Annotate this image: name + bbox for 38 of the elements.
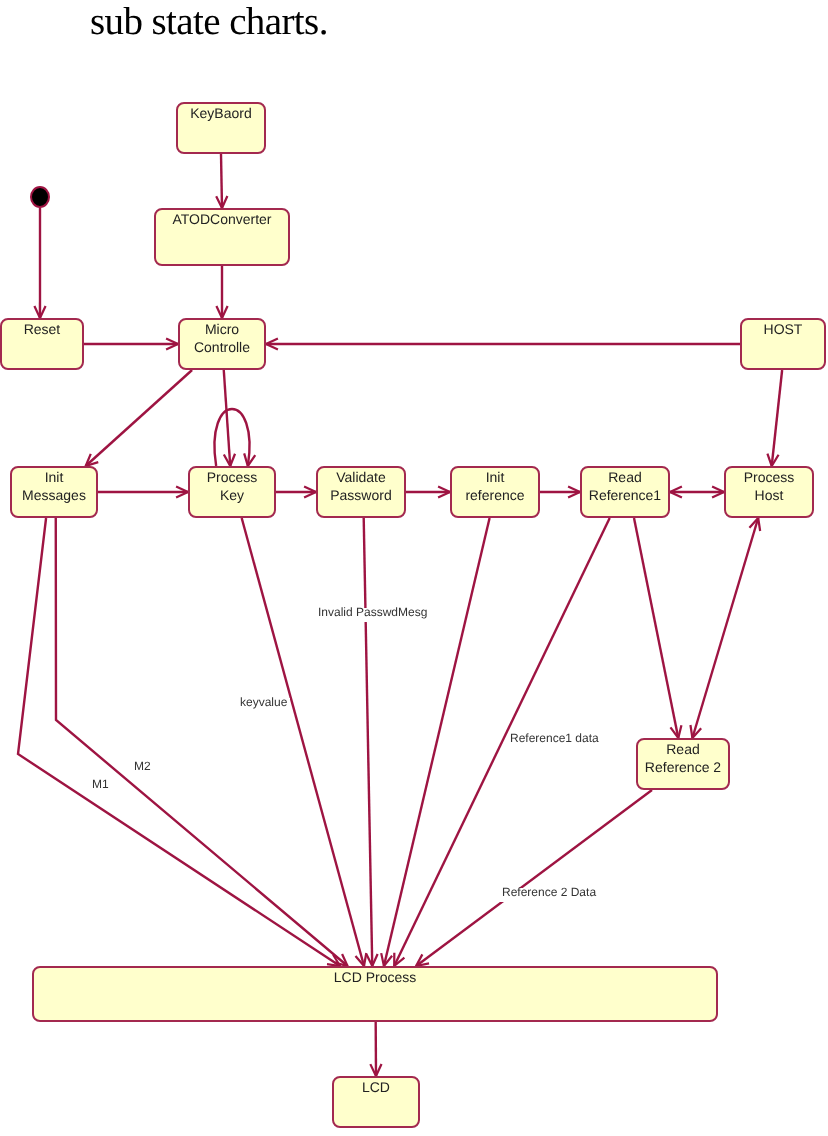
- arrow: [540, 485, 582, 499]
- initial-state-dot: [30, 186, 50, 208]
- arrow: [632, 517, 683, 740]
- arrow: [362, 517, 379, 968]
- heading: sub state charts.: [90, 0, 328, 48]
- state-box: [332, 1076, 420, 1128]
- state-box: [636, 738, 730, 790]
- state-box: [188, 466, 276, 518]
- arrow: [380, 517, 491, 968]
- state-box: [178, 318, 266, 370]
- state-box: [154, 208, 290, 266]
- double-arrow: [689, 516, 762, 740]
- arrow: [406, 485, 452, 499]
- arrow: [98, 485, 190, 499]
- state-box: [316, 466, 406, 518]
- self-loop-arrow: [213, 408, 256, 468]
- state-box: [176, 102, 266, 154]
- state-box: [740, 318, 826, 370]
- arrow: [415, 789, 653, 968]
- state-box: [580, 466, 670, 518]
- arrow: [215, 153, 229, 210]
- arrow: [84, 369, 193, 468]
- arrow: [766, 369, 784, 468]
- state-box: [0, 318, 84, 370]
- arrow: [33, 208, 47, 320]
- arrow: [240, 517, 368, 968]
- state-box: [32, 966, 718, 1022]
- arrow: [369, 1022, 383, 1078]
- state-box: [450, 466, 540, 518]
- arrow: [393, 517, 611, 968]
- arrow: [222, 369, 237, 468]
- state-box: [10, 466, 98, 518]
- arrow: [276, 485, 318, 499]
- arrow: [215, 266, 229, 320]
- state-box: [724, 466, 814, 518]
- arrow: [84, 337, 180, 351]
- arrow: [264, 337, 740, 351]
- double-arrow: [668, 485, 726, 499]
